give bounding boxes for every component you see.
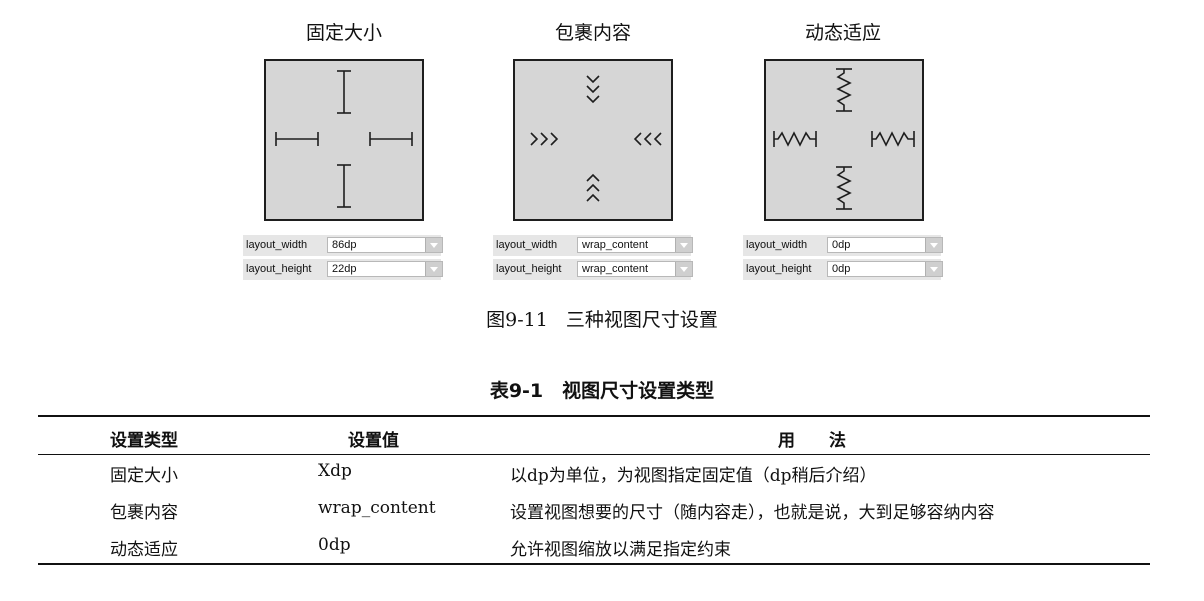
table-bottom-rule	[38, 563, 1150, 565]
table-row: 包裹内容 wrap_content 设置视图想要的尺寸（随内容走），也就是说，大…	[38, 498, 1150, 534]
table-row: 固定大小 Xdp 以dp为单位，为视图指定固定值（dp稍后介绍）	[38, 461, 1150, 497]
cell-value: Xdp	[318, 461, 352, 481]
prop-value: 0dp	[832, 239, 851, 251]
table-header-value: 设置值	[348, 431, 399, 451]
panel-title: 包裹内容	[554, 22, 631, 44]
layout-height-row: layout_height 0dp	[743, 259, 943, 280]
dropdown-arrow-icon[interactable]	[925, 238, 942, 252]
layout-width-select[interactable]: wrap_content	[577, 237, 693, 253]
table-header-rule	[38, 454, 1150, 455]
panel-title: 固定大小	[305, 22, 382, 44]
prop-label: layout_width	[746, 239, 808, 251]
prop-label: layout_height	[746, 263, 812, 275]
layout-width-row: layout_width wrap_content	[493, 235, 693, 256]
cell-type: 包裹内容	[110, 503, 178, 523]
layout-width-row: layout_width 86dp	[243, 235, 443, 256]
table-row: 动态适应 0dp 允许视图缩放以满足指定约束	[38, 535, 1150, 571]
constraint-box-wrap	[513, 59, 673, 221]
prop-value: 0dp	[832, 263, 851, 275]
layout-width-row: layout_width 0dp	[743, 235, 943, 256]
dropdown-arrow-icon[interactable]	[675, 262, 692, 276]
dropdown-arrow-icon[interactable]	[675, 238, 692, 252]
prop-value: 86dp	[332, 239, 357, 251]
cell-usage: 设置视图想要的尺寸（随内容走），也就是说，大到足够容纳内容	[510, 503, 995, 523]
cell-value: wrap_content	[318, 498, 436, 518]
layout-width-select[interactable]: 86dp	[327, 237, 443, 253]
cell-type: 动态适应	[110, 540, 178, 560]
constraint-box-fixed	[264, 59, 424, 221]
figure-caption: 图9-11 三种视图尺寸设置	[0, 305, 1204, 332]
dropdown-arrow-icon[interactable]	[425, 262, 442, 276]
fixed-size-icon	[275, 70, 413, 208]
cell-usage: 允许视图缩放以满足指定约束	[510, 540, 731, 560]
match-constraint-icon	[773, 68, 915, 210]
table-header-type: 设置类型	[110, 431, 178, 451]
prop-label: layout_height	[246, 263, 312, 275]
figure-number: 图9-11	[486, 309, 548, 331]
prop-label: layout_height	[496, 263, 562, 275]
cell-value: 0dp	[318, 535, 351, 555]
dropdown-arrow-icon[interactable]	[425, 238, 442, 252]
figure-caption-text: 三种视图尺寸设置	[565, 309, 718, 331]
dropdown-arrow-icon[interactable]	[925, 262, 942, 276]
prop-label: layout_width	[246, 239, 308, 251]
cell-usage: 以dp为单位，为视图指定固定值（dp稍后介绍）	[510, 466, 877, 486]
wrap-content-icon	[530, 75, 662, 202]
layout-height-select[interactable]: wrap_content	[577, 261, 693, 277]
prop-label: layout_width	[496, 239, 558, 251]
prop-value: 22dp	[332, 263, 357, 275]
panel-title: 动态适应	[804, 22, 881, 44]
table-title: 表9-1 视图尺寸设置类型	[489, 380, 715, 402]
prop-value: wrap_content	[582, 263, 649, 275]
constraint-box-match	[764, 59, 924, 221]
layout-height-select[interactable]: 0dp	[827, 261, 943, 277]
layout-height-row: layout_height 22dp	[243, 259, 443, 280]
layout-height-row: layout_height wrap_content	[493, 259, 693, 280]
table-top-rule	[38, 415, 1150, 417]
layout-width-select[interactable]: 0dp	[827, 237, 943, 253]
cell-type: 固定大小	[110, 466, 178, 486]
layout-height-select[interactable]: 22dp	[327, 261, 443, 277]
table-header-usage: 用 法	[778, 431, 846, 451]
prop-value: wrap_content	[582, 239, 649, 251]
